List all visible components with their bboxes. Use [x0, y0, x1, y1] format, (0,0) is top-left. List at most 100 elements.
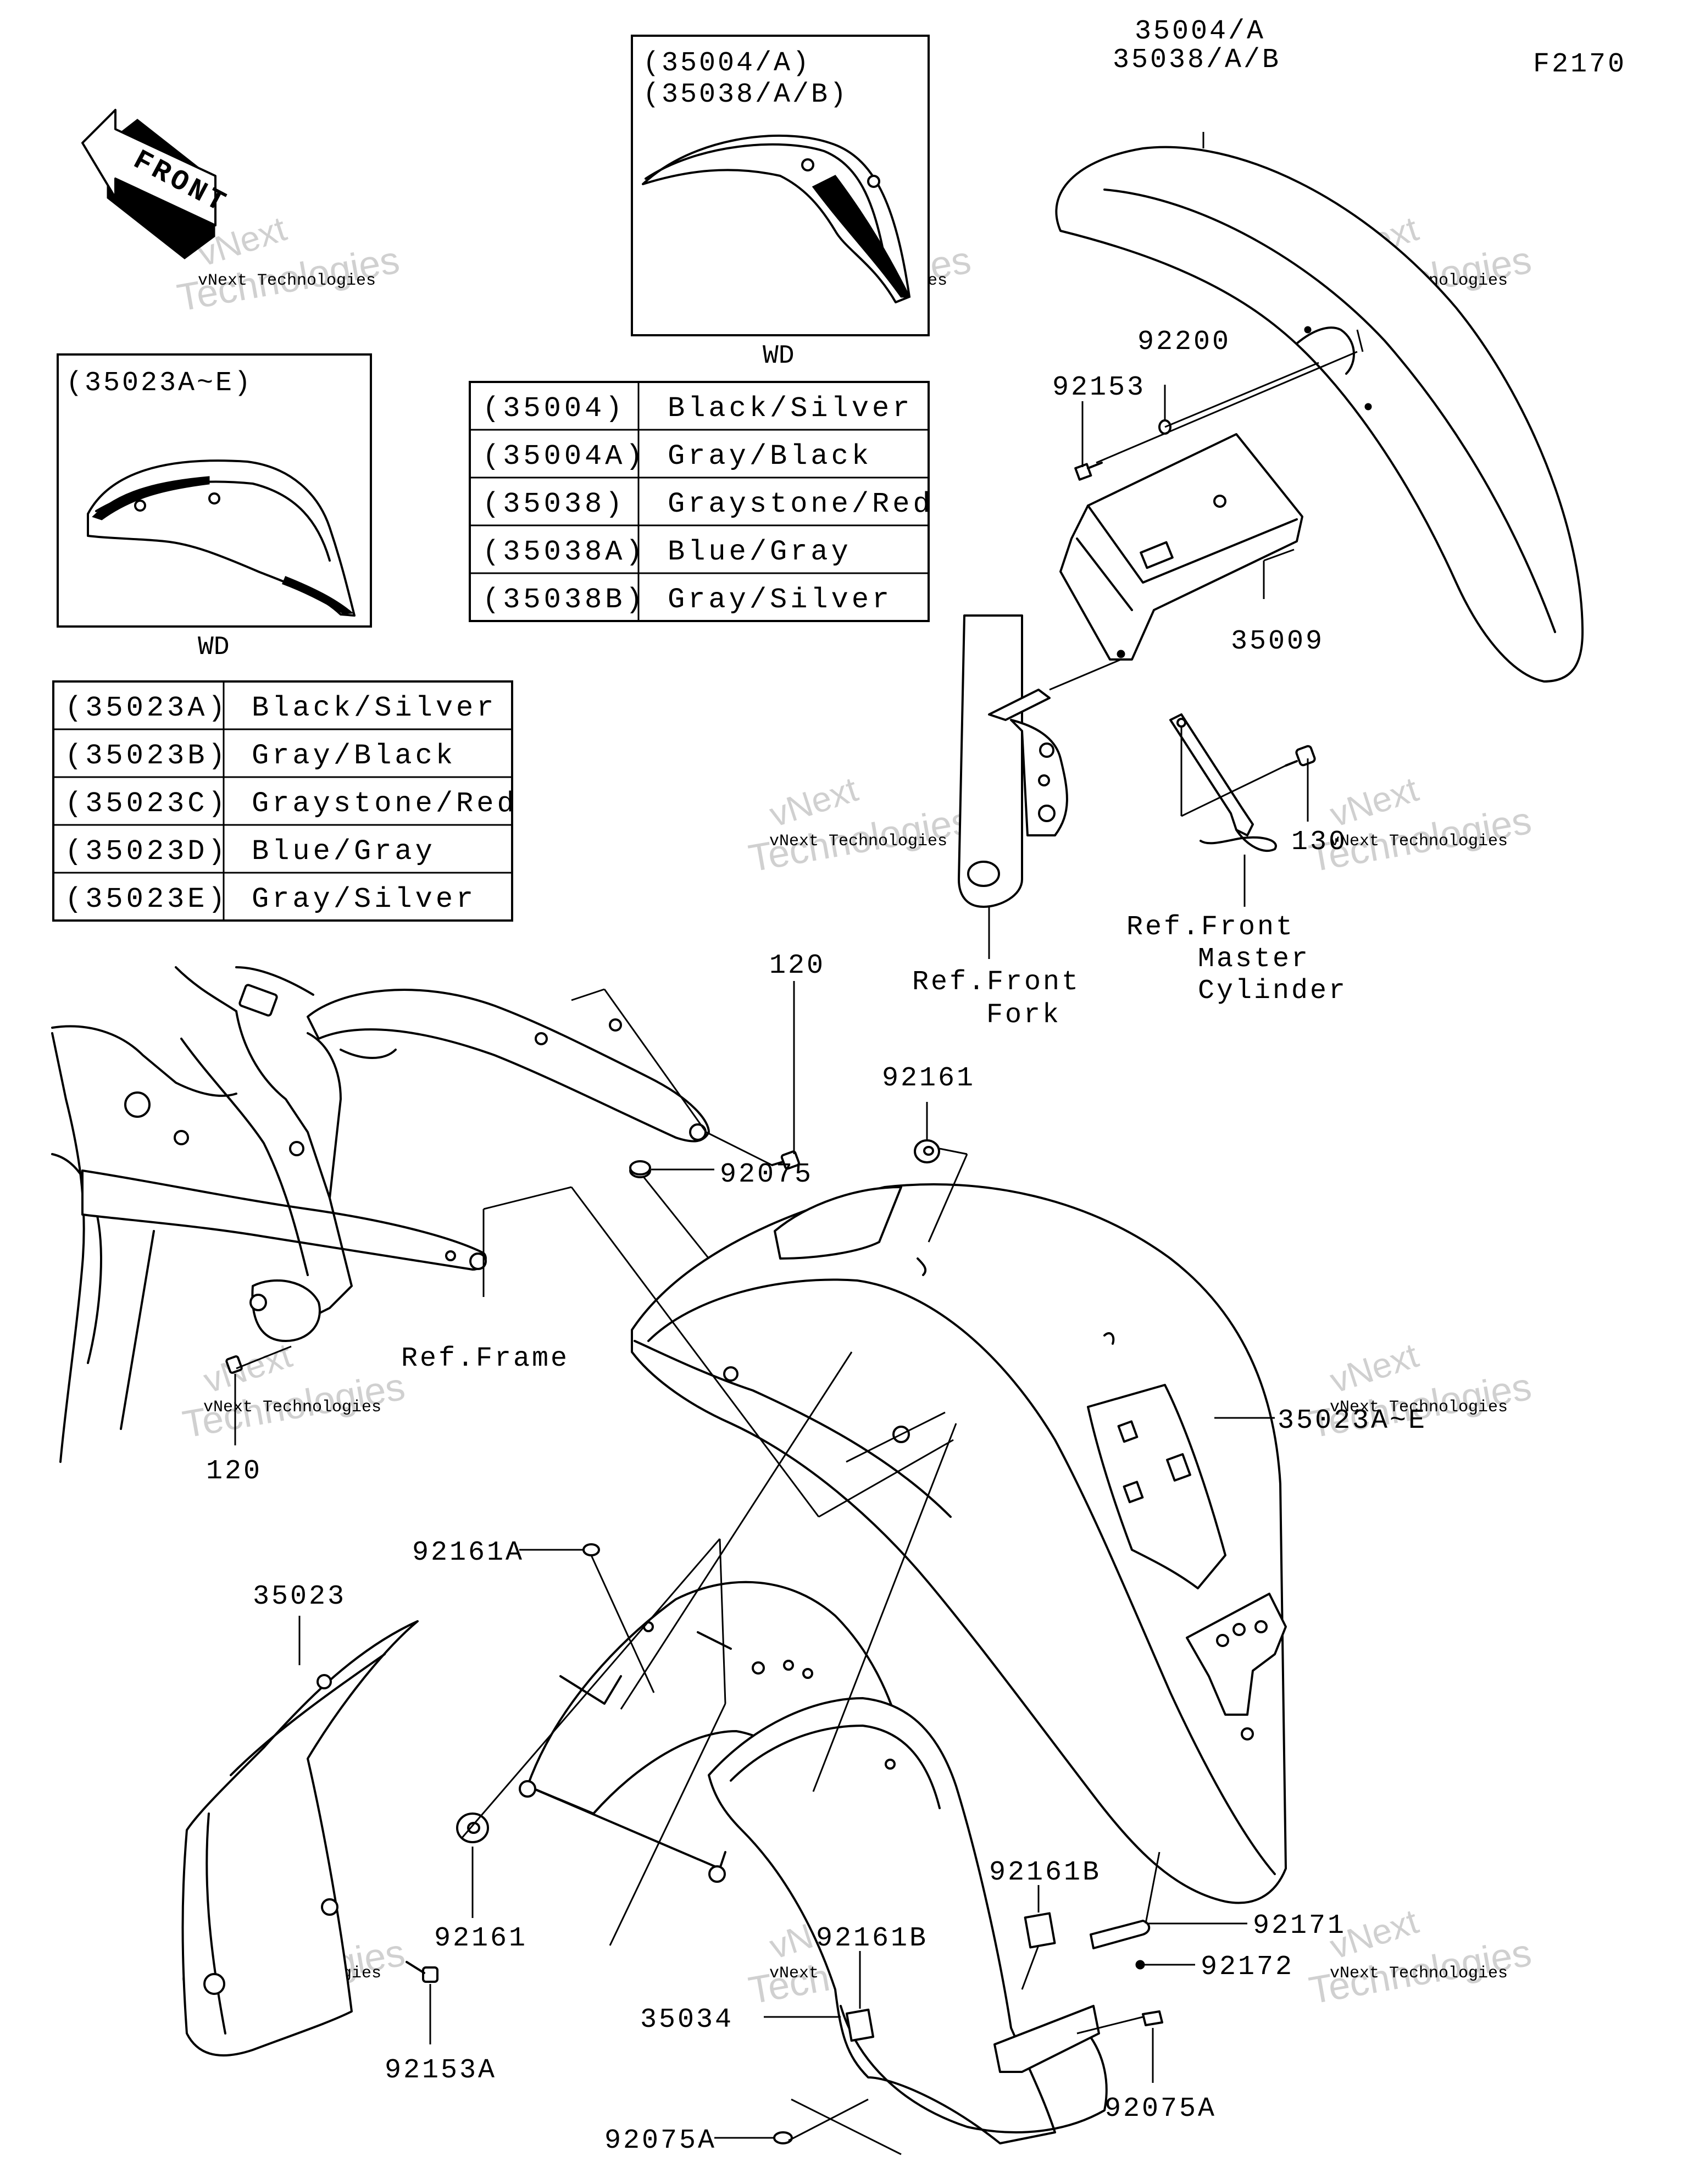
- callout-120: 120: [769, 950, 825, 982]
- table-cell-color: Gray/Silver: [252, 883, 476, 916]
- frame-drawing: [51, 966, 710, 1463]
- callout-front-fender: 35004/A: [1135, 16, 1265, 47]
- callout-ref-master-cylinder: Ref.Front: [1126, 912, 1295, 943]
- leader-line: [928, 1154, 968, 1243]
- callout-92171: 92171: [1253, 1910, 1346, 1942]
- callout-92075: 92075: [720, 1159, 813, 1190]
- callout-92161: 92161: [434, 1923, 528, 1954]
- leader-line: [642, 1176, 710, 1259]
- leader-line: [603, 989, 707, 1133]
- table-cell-code: (35004A): [482, 440, 646, 473]
- leader-line: [620, 1351, 853, 1710]
- callout-92161B: 92161B: [989, 1857, 1101, 1888]
- bolt-92153A: [406, 1961, 438, 1983]
- callout-92075A: 92075A: [604, 2125, 717, 2157]
- leader-line: [791, 2098, 902, 2155]
- leader-line: [1164, 362, 1319, 428]
- watermark: vNext Technologies vNext Technologies: [1306, 769, 1535, 880]
- leader-line: [1181, 764, 1286, 817]
- rivet-92172: [1135, 1960, 1145, 1970]
- callout-92200: 92200: [1137, 326, 1231, 358]
- pad-92161B-right: [1024, 1912, 1056, 1949]
- callout-ref-front-fork: Ref.Front: [912, 967, 1080, 998]
- front-fender-drawing: [1055, 146, 1584, 683]
- table-cell-code: (35038B): [482, 584, 646, 616]
- color-table-35004: (35004) Black/Silver (35004A) Gray/Black…: [469, 381, 934, 622]
- cap-92161A: [582, 1543, 600, 1556]
- leader-line: [460, 1538, 721, 1839]
- leader-line: [812, 1423, 957, 1792]
- inset-caption: WD: [198, 633, 230, 662]
- table-cell-code: (35023E): [65, 883, 229, 916]
- callout-35009: 35009: [1231, 626, 1324, 657]
- leader-line: [1263, 548, 1295, 562]
- strap-92171: [1090, 1920, 1151, 1949]
- table-cell-code: (35038): [482, 488, 625, 520]
- svg-text:(35038/A/B): (35038/A/B): [643, 79, 848, 110]
- pad-92161B-mid: [845, 2008, 875, 2042]
- svg-text:vNext Technologies: vNext Technologies: [198, 271, 376, 290]
- callout-35023A-E: 35023A~E: [1278, 1405, 1427, 1437]
- table-cell-color: Blue/Gray: [668, 536, 852, 568]
- leader-line: [1356, 329, 1364, 352]
- svg-text:vNext Technologies: vNext Technologies: [203, 1398, 381, 1417]
- bolt-92153: [1074, 462, 1103, 481]
- svg-text:(35023A~E): (35023A~E): [66, 368, 253, 399]
- leader-line: [236, 1345, 292, 1370]
- table-cell-code: (35023A): [65, 692, 229, 724]
- table-cell-color: Gray/Black: [668, 440, 872, 473]
- leader-line: [818, 1439, 954, 1518]
- callout-front-fender: 35038/A/B: [1113, 45, 1281, 76]
- table-cell-code: (35004): [482, 392, 625, 425]
- watermark: vNext Technologies vNext Technologies: [180, 1335, 408, 1446]
- svg-text:vNext Technologies: vNext Technologies: [1330, 1398, 1508, 1417]
- callout-ref-front-fork: Fork: [986, 1000, 1061, 1031]
- callout-92075A: 92075A: [1104, 2093, 1217, 2125]
- leader-line: [939, 1148, 968, 1155]
- callout-35034: 35034: [640, 2004, 734, 2036]
- leader-line: [788, 2098, 869, 2142]
- leader-line: [1076, 2016, 1143, 2035]
- inset-rear-fender-variant: (35023A~E) WD: [57, 353, 372, 662]
- svg-text:vNext Technologies: vNext Technologies: [1330, 1964, 1508, 1983]
- table-cell-color: Graystone/Red: [252, 788, 518, 820]
- svg-text:(35004/A): (35004/A): [643, 48, 811, 79]
- callout-ref-frame: Ref.Frame: [401, 1343, 569, 1374]
- callout-92161A: 92161A: [412, 1537, 524, 1568]
- table-cell-code: (35023C): [65, 788, 229, 820]
- callout-35023: 35023: [253, 1581, 346, 1612]
- side-cover-35023: [181, 1620, 419, 2056]
- inset-front-fender-variant: (35004/A) (35038/A/B) WD: [631, 35, 930, 371]
- table-cell-color: Gray/Black: [252, 740, 456, 772]
- fender-bracket-35009: [1059, 433, 1303, 661]
- inset-caption: WD: [763, 341, 795, 371]
- table-cell-code: (35023B): [65, 740, 229, 772]
- table-cell-color: Graystone/Red: [668, 488, 934, 520]
- leader-line: [1096, 351, 1358, 464]
- grommet-92075: [629, 1160, 651, 1178]
- figure-code: F2170: [1533, 49, 1626, 80]
- leader-line: [846, 1411, 946, 1463]
- bolt-120-top: [771, 1150, 800, 1170]
- leader-line: [719, 1538, 726, 1704]
- leader-line: [706, 1131, 773, 1166]
- table-cell-color: Black/Silver: [668, 392, 913, 425]
- svg-text:vNext Technologies: vNext Technologies: [769, 832, 947, 851]
- clip-92075A-left: [773, 2131, 793, 2144]
- brake-hose-bracket: [1169, 713, 1277, 852]
- leader-line: [483, 1186, 572, 1210]
- leader-line: [609, 1703, 726, 1946]
- washer-92161-top: [914, 1139, 940, 1163]
- table-cell-color: Blue/Gray: [252, 835, 436, 868]
- table-cell-color: Gray/Silver: [668, 584, 892, 616]
- watermark: vNext Technologies vNext Technologies: [746, 769, 974, 880]
- callout-130: 130: [1291, 827, 1347, 858]
- callout-92153A: 92153A: [385, 2055, 497, 2086]
- table-cell-code: (35023D): [65, 835, 229, 868]
- callout-92161: 92161: [882, 1063, 975, 1094]
- callout-ref-master-cylinder: Master: [1198, 944, 1310, 975]
- bolt-130: [1285, 745, 1316, 767]
- front-arrow-icon: FRONT: [81, 109, 233, 259]
